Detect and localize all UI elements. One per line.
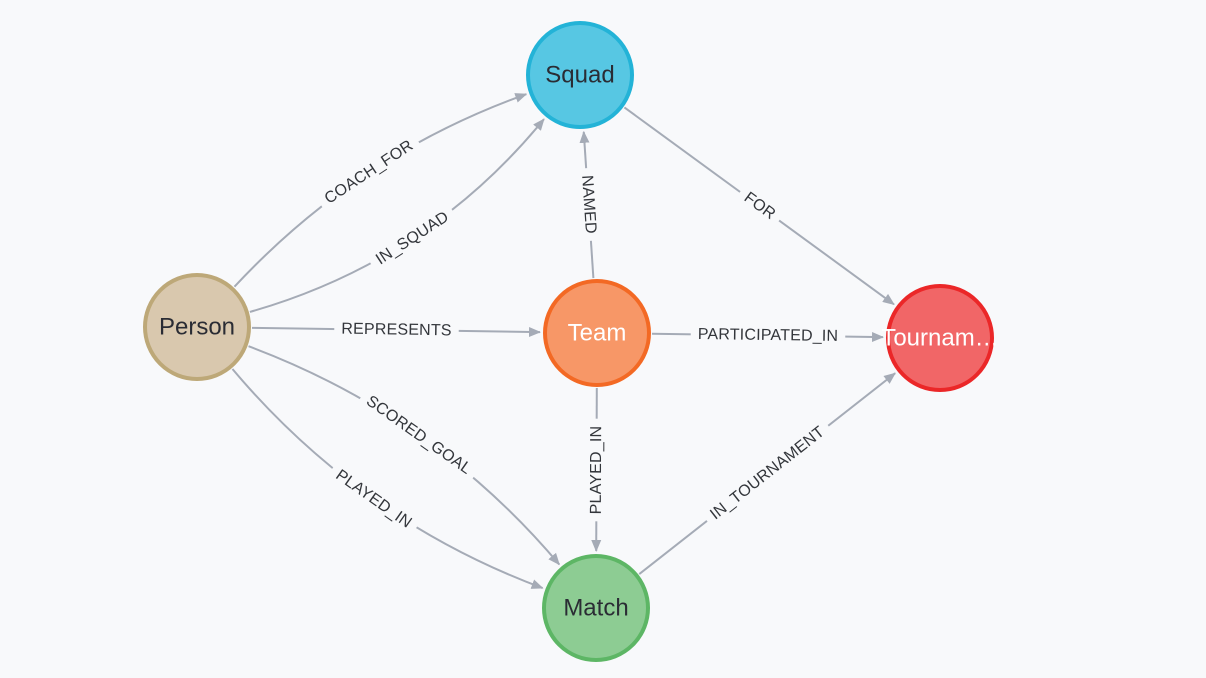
relationship-in_tournament[interactable]: IN_TOURNAMENT xyxy=(638,372,896,575)
relationship-label-text[interactable]: SCORED_GOAL xyxy=(363,393,474,478)
node-circle[interactable] xyxy=(526,21,634,129)
node-circle[interactable] xyxy=(543,279,651,387)
relationship-participated_in[interactable]: PARTICIPATED_IN xyxy=(651,323,885,348)
relationship-named[interactable]: NAMED xyxy=(575,130,602,279)
relationship-label[interactable]: PLAYED_IN xyxy=(325,461,422,538)
relationship-label-text[interactable]: PLAYED_IN xyxy=(332,467,414,532)
relationship-label[interactable]: IN_SQUAD xyxy=(365,202,460,274)
relationship-label-text[interactable]: NAMED xyxy=(578,175,599,235)
relationship-label-backdrop xyxy=(356,386,482,484)
relationship-label-text[interactable]: PLAYED_IN xyxy=(588,426,605,515)
relationship-label-text[interactable]: PARTICIPATED_IN xyxy=(698,326,839,345)
relationship-label[interactable]: FOR xyxy=(733,183,786,229)
relationship-label-text[interactable]: REPRESENTS xyxy=(341,321,452,340)
relationship-label-backdrop xyxy=(733,183,786,229)
relationship-label[interactable]: COACH_FOR xyxy=(314,131,424,214)
node-circle[interactable] xyxy=(886,284,994,392)
relationship-label[interactable]: IN_TOURNAMENT xyxy=(700,417,835,530)
relationship-label-backdrop xyxy=(325,461,422,538)
relationship-label[interactable]: PLAYED_IN xyxy=(585,418,608,522)
relationship-label[interactable]: PARTICIPATED_IN xyxy=(690,323,846,348)
relationship-label-backdrop xyxy=(700,417,835,530)
relationship-label-backdrop xyxy=(334,318,459,342)
relationship-played_in[interactable]: PLAYED_IN xyxy=(585,387,608,552)
relationship-label-backdrop xyxy=(314,131,424,214)
relationship-label-backdrop xyxy=(365,202,460,274)
relationship-label-text[interactable]: IN_SQUAD xyxy=(373,208,452,268)
relationship-label[interactable]: SCORED_GOAL xyxy=(356,386,482,484)
node-team[interactable]: Team xyxy=(543,279,651,387)
relationship-label[interactable]: NAMED xyxy=(575,167,602,242)
node-match[interactable]: Match xyxy=(542,554,650,662)
relationship-label-text[interactable]: COACH_FOR xyxy=(322,137,417,207)
node-circle[interactable] xyxy=(143,273,251,381)
node-circle[interactable] xyxy=(542,554,650,662)
node-person[interactable]: Person xyxy=(143,273,251,381)
relationship-label-backdrop xyxy=(585,418,608,522)
relationship-represents[interactable]: REPRESENTS xyxy=(251,318,542,342)
node-tournament[interactable]: Tournam… xyxy=(881,284,999,392)
relationship-label-text[interactable]: IN_TOURNAMENT xyxy=(707,423,828,523)
relationship-label-backdrop xyxy=(575,167,602,242)
relationship-label-backdrop xyxy=(690,323,846,348)
node-squad[interactable]: Squad xyxy=(526,21,634,129)
relationship-for[interactable]: FOR xyxy=(623,106,895,306)
relationship-label[interactable]: REPRESENTS xyxy=(334,318,459,342)
